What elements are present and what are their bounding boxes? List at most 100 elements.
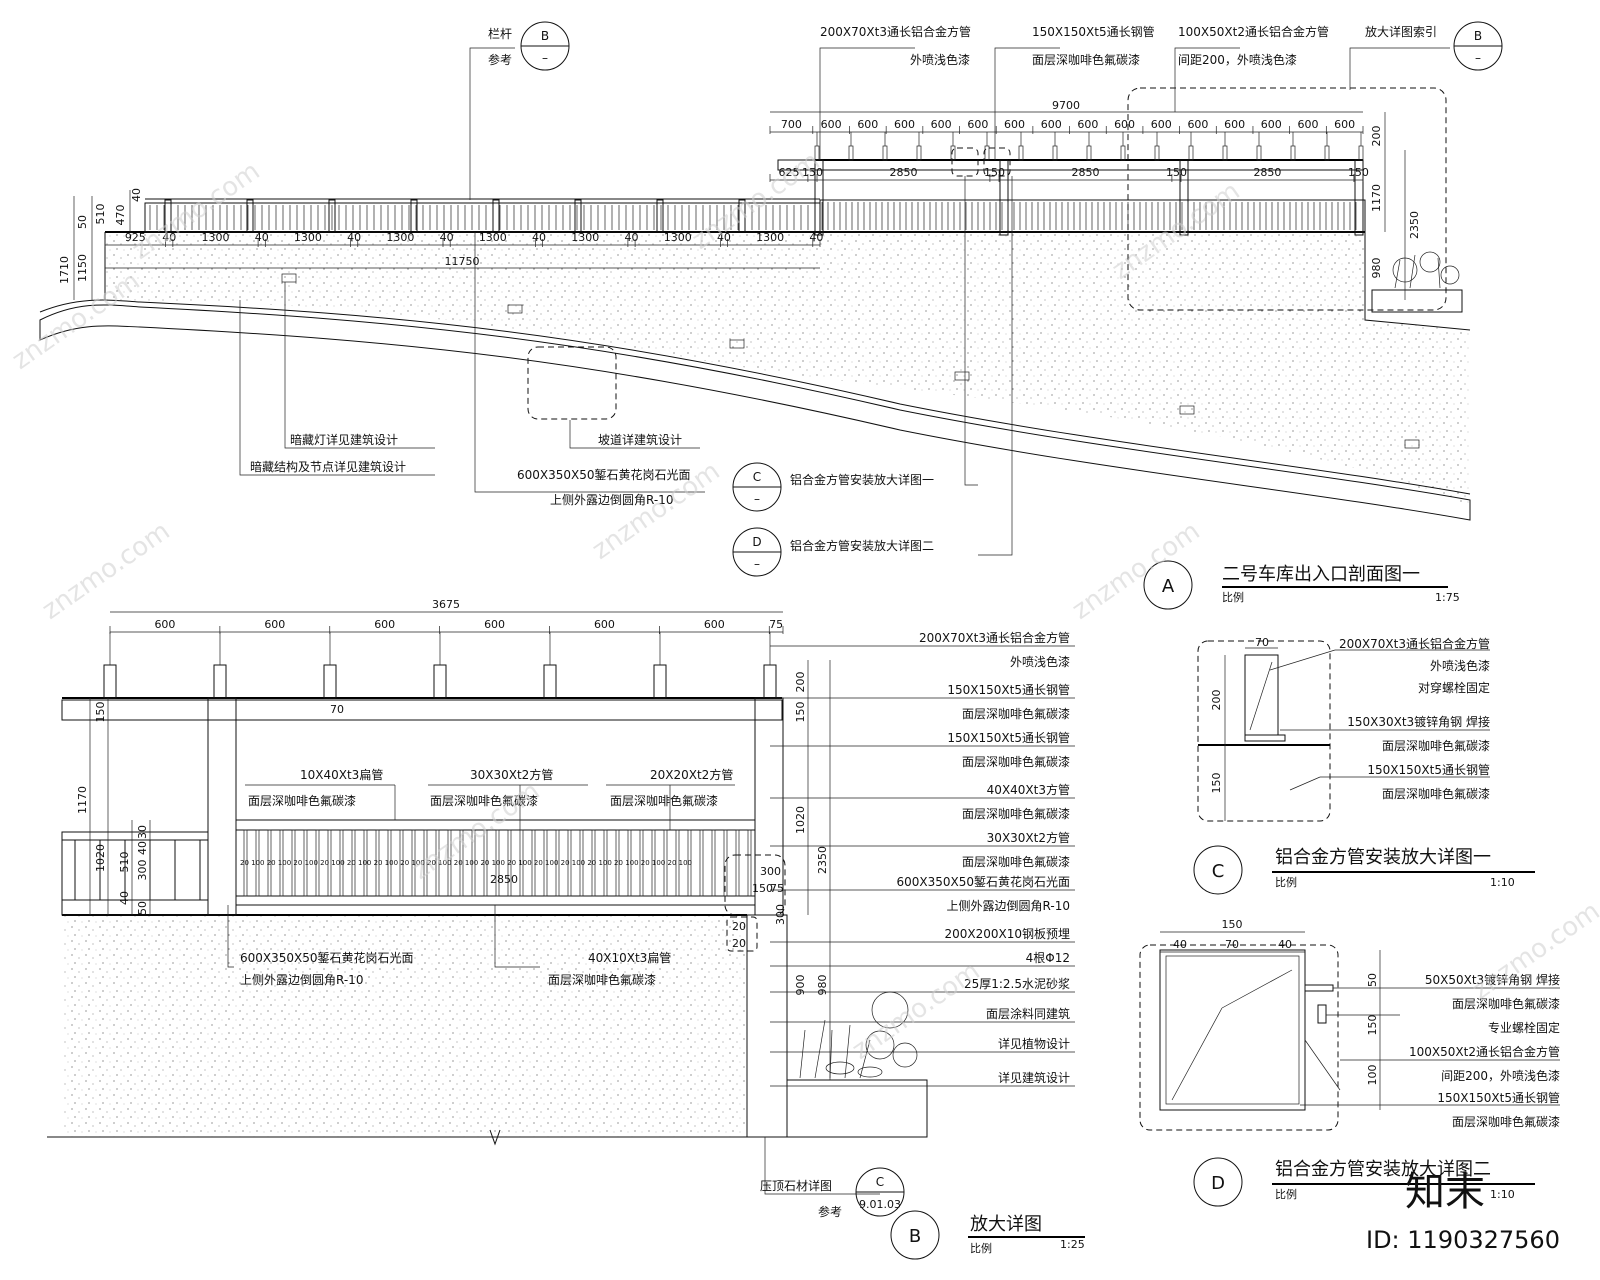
note-right-b: 200X70Xt3通长铝合金方管	[919, 630, 1070, 645]
dim-right-b-1: 200	[794, 672, 807, 693]
label-flat-finish: 面层深咖啡色氟碳漆	[548, 972, 656, 987]
svg-text:B: B	[909, 1226, 921, 1247]
dim-total-rail-a: 11750	[445, 255, 480, 268]
picket	[591, 829, 596, 897]
dim-value: 40	[255, 231, 269, 244]
dim-value: 600	[857, 118, 878, 131]
label-ref-b: 压顶石材详图	[760, 1178, 832, 1193]
note-right-b: 上侧外露边倒圆角R-10	[947, 899, 1070, 913]
svg-text:B: B	[541, 29, 549, 43]
detail-c-dim-2: 200	[1210, 690, 1223, 711]
railing-post	[410, 199, 418, 233]
pergola-fin	[1256, 145, 1262, 161]
structure-markers-a	[281, 273, 1420, 449]
pergola-fins-a	[814, 132, 1364, 161]
watermark-id: ID: 1190327560	[1366, 1226, 1560, 1254]
note-right-b: 600X350X50錾石黄花岗石光面	[896, 874, 1070, 889]
dim-value: 600	[1114, 118, 1135, 131]
dim-value: 600	[1187, 118, 1208, 131]
picket	[699, 829, 704, 897]
scale-label-a: 比例	[1222, 590, 1244, 604]
note-detail-c: 150X30Xt3镀锌角钢 焊接	[1347, 714, 1490, 729]
label-bar-30: 30X30Xt2方管	[470, 767, 553, 782]
label-pipe-150-finish: 面层深咖啡色氟碳漆	[1032, 52, 1140, 67]
note-detail-c: 外喷浅色漆	[1430, 659, 1490, 673]
callout-stone-b	[724, 854, 786, 916]
picket	[615, 829, 620, 897]
detail-d-frame	[1139, 944, 1339, 1131]
scale-d: 1:10	[1490, 1188, 1515, 1201]
dim-left-a-1: 1710	[58, 256, 71, 284]
scale-b: 1:25	[1060, 1238, 1085, 1251]
picket	[579, 829, 584, 897]
picket	[675, 829, 680, 897]
dim-value: 600	[264, 618, 285, 631]
picket	[267, 829, 272, 897]
dim-value: 600	[1297, 118, 1318, 131]
dim-left-b-6: 300	[136, 860, 149, 881]
pergola-fin	[916, 145, 922, 161]
note-detail-d: 间距200，外喷浅色漆	[1441, 1069, 1560, 1083]
dim-value: 1300	[756, 231, 784, 244]
scale-a: 1:75	[1435, 591, 1460, 604]
note-detail-d: 面层深咖啡色氟碳漆	[1452, 1114, 1560, 1129]
label-bar-10-finish: 面层深咖啡色氟碳漆	[248, 793, 356, 808]
picket	[531, 829, 536, 897]
detail-d-notes: 50X50Xt3镀锌角钢 焊接面层深咖啡色氟碳漆专业螺栓固定100X50Xt2通…	[1409, 972, 1560, 1129]
note-right-b: 150X150Xt5通长钢管	[947, 682, 1070, 697]
dim-value: 600	[821, 118, 842, 131]
pergola-fin	[1324, 145, 1330, 161]
note-detail-c: 对穿螺栓固定	[1418, 680, 1490, 695]
fin-posts-b	[103, 632, 777, 699]
picket	[711, 829, 716, 897]
note-right-b: 200X200X10钢板预埋	[944, 927, 1070, 941]
dim-value: 600	[154, 618, 175, 631]
picket	[459, 829, 464, 897]
dim-left-b-9: 50	[136, 901, 149, 915]
pergola-fin	[1290, 145, 1296, 161]
callout-c	[951, 147, 979, 177]
callout-d	[983, 147, 1011, 177]
label-stone-edge-b: 上侧外露边倒圆角R-10	[240, 973, 363, 987]
detail-d-dim-1: 150	[1222, 918, 1243, 931]
dim-right-b-5: 900	[794, 975, 807, 996]
label-bar-30-finish: 面层深咖啡色氟碳漆	[430, 793, 538, 808]
picket	[663, 829, 668, 897]
scale-label-d: 比例	[1275, 1187, 1297, 1201]
dim-value: 1300	[664, 231, 692, 244]
label-pipe-150: 150X150Xt5通长钢管	[1032, 24, 1155, 39]
svg-text:–: –	[754, 557, 760, 571]
dim-inner-2: 2850	[490, 873, 518, 886]
note-detail-c: 150X150Xt5通长钢管	[1367, 762, 1490, 777]
leaders-top-a	[469, 47, 1450, 200]
svg-text:–: –	[754, 492, 760, 506]
dim-right-a-2: 1170	[1370, 184, 1383, 212]
dim-value: 40	[624, 231, 638, 244]
note-detail-d: 面层深咖啡色氟碳漆	[1452, 996, 1560, 1011]
label-structure: 暗藏结构及节点详见建筑设计	[250, 459, 406, 474]
dim-value: 2850	[889, 166, 917, 179]
watermark-site-9: znzmo.com	[847, 956, 986, 1066]
dim-value: 600	[1334, 118, 1355, 131]
dim-inner-8: 20	[732, 920, 746, 933]
pergola-fin	[848, 145, 854, 161]
note-right-b: 详见建筑设计	[998, 1070, 1070, 1085]
leaders-right-b	[770, 645, 1075, 1087]
note-right-b: 面层深咖啡色氟碳漆	[962, 754, 1070, 769]
pergola-post	[1179, 159, 1189, 236]
detail-d-dim-6: 150	[1366, 1015, 1379, 1036]
dim-value: 600	[1261, 118, 1282, 131]
pergola-fin	[1222, 145, 1228, 161]
label-bar-10: 10X40Xt3扁管	[300, 767, 383, 782]
dim-value: 625	[778, 166, 799, 179]
title-block-a: A 二号车库出入口剖面图一 比例 1:75	[1143, 560, 1460, 610]
dim-left-a-2: 1150	[76, 254, 89, 282]
callout-detail-b	[1127, 87, 1447, 311]
picket	[327, 829, 332, 897]
railing-b	[61, 819, 755, 916]
label-bar-20-finish: 面层深咖啡色氟碳漆	[610, 793, 718, 808]
note-detail-c: 200X70Xt3通长铝合金方管	[1339, 636, 1490, 651]
dim-left-b-2: 1170	[76, 786, 89, 814]
